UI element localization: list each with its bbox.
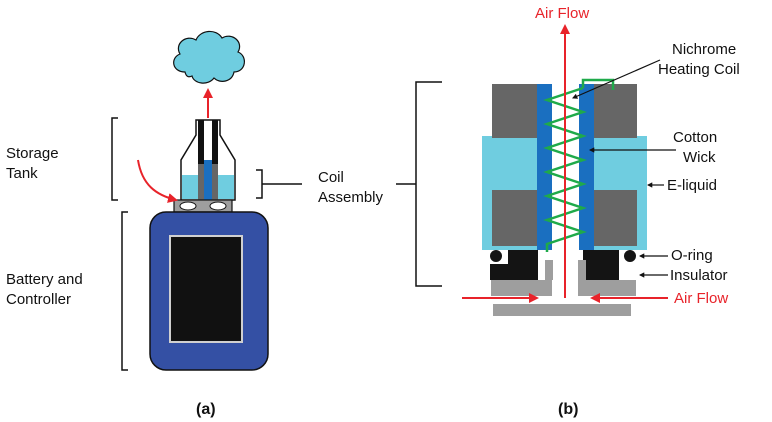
insulator-label: Insulator: [670, 267, 728, 284]
air-flow-bottom-label: Air Flow: [674, 290, 728, 307]
center-pin-left: [545, 260, 553, 296]
air-flow-top-label: Air Flow: [535, 5, 589, 22]
cotton-wick-left: [537, 84, 552, 250]
storage-tank: [180, 119, 236, 201]
nichrome-label-line2: Heating Coil: [658, 61, 740, 78]
ceramic-block-bottom-right: [594, 190, 637, 246]
insulator-left: [490, 250, 538, 280]
nichrome-label-line1: Nichrome: [672, 41, 736, 58]
battery-label-line1: Battery and: [6, 271, 83, 288]
cotton-label-line2: Wick: [683, 149, 716, 166]
coil-assembly-label-line2: Assembly: [318, 189, 384, 206]
battery-label-line2: Controller: [6, 291, 71, 308]
panel-a: Storage Tank Battery and Controller (a): [6, 30, 302, 418]
coil-assembly-bracket-b: [415, 81, 442, 287]
nichrome-leader: [572, 59, 661, 99]
battery-bracket: [121, 211, 128, 371]
ceramic-block-top-left: [492, 84, 537, 138]
panel-b-caption: (b): [558, 401, 578, 418]
e-liquid-label: E-liquid: [667, 177, 717, 194]
mouthpiece-left: [198, 120, 204, 172]
panel-b: Air Flow Nichrome Heating Coil Cotton Wi…: [415, 5, 740, 418]
insulator-right: [583, 250, 619, 280]
storage-tank-label-line1: Storage: [6, 145, 59, 162]
vapor-cloud-icon: [173, 30, 245, 84]
coil-assembly-bracket-a: [256, 169, 263, 199]
mini-wick: [204, 160, 212, 200]
storage-tank-label-line2: Tank: [6, 165, 38, 182]
ceramic-block-top-right: [594, 84, 637, 138]
nichrome-coil: [543, 78, 615, 252]
cotton-wick-right: [579, 84, 594, 250]
battery-display: [169, 235, 243, 343]
storage-tank-bracket: [111, 117, 118, 201]
o-ring-label: O-ring: [671, 247, 713, 264]
ceramic-block-bottom-left: [492, 190, 537, 246]
base-plate: [493, 304, 631, 316]
cotton-label-line1: Cotton: [673, 129, 717, 146]
o-ring-left: [490, 250, 502, 262]
battery: [149, 211, 269, 371]
coil-assembly-label-line1: Coil: [318, 169, 344, 186]
panel-a-caption: (a): [196, 401, 216, 418]
liquid-flow-arrow: [137, 159, 178, 203]
coil-base: [173, 199, 233, 213]
o-ring-right: [624, 250, 636, 262]
center-pin-right: [578, 260, 586, 296]
mouthpiece-right: [212, 120, 218, 172]
